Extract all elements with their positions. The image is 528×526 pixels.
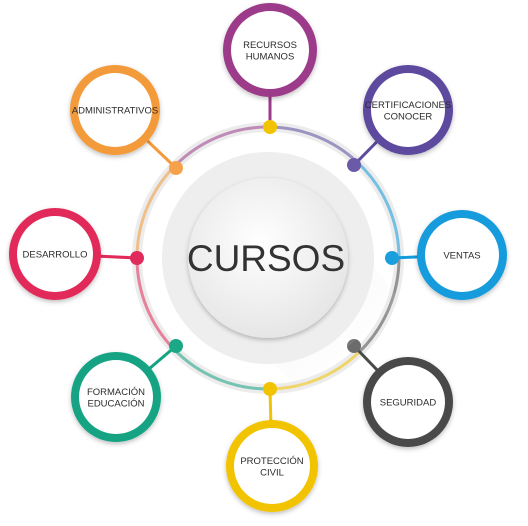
- node-label: RECURSOS: [243, 40, 297, 51]
- ring-arc: [269, 350, 361, 391]
- node-face: [371, 365, 445, 439]
- ring-arc: [355, 160, 401, 259]
- node-face: [78, 73, 152, 147]
- hub: CURSOS: [162, 152, 400, 390]
- node-face: [79, 360, 153, 434]
- node-face: [234, 428, 310, 504]
- ring-arc: [135, 257, 175, 350]
- node-adm[interactable]: ADMINISTRATIVOS: [70, 65, 160, 155]
- ring-arcs: [135, 125, 401, 391]
- ring-arc: [172, 347, 271, 391]
- ring-arc: [269, 125, 358, 163]
- connector-dot: [347, 158, 361, 172]
- node-label: EDUCACIÓN: [87, 398, 144, 409]
- node-face: [17, 216, 93, 292]
- node-face: [371, 73, 445, 147]
- node-face: [231, 11, 309, 89]
- node-label: CERTIFICACIONES: [365, 100, 451, 111]
- node-seg[interactable]: SEGURIDAD: [363, 357, 453, 447]
- hub-inner: [188, 178, 348, 338]
- connector-dot: [385, 251, 399, 265]
- node-label: CIVIL: [260, 467, 284, 478]
- connector-dot: [263, 382, 277, 396]
- hub-label: CURSOS: [187, 238, 345, 279]
- connector-dot: [169, 161, 183, 175]
- connector-dot: [130, 251, 144, 265]
- node-label: FORMACIÓN: [87, 387, 145, 398]
- connector-dot: [169, 339, 183, 353]
- ring-arc: [173, 125, 271, 168]
- node-label: ADMINISTRATIVOS: [72, 106, 158, 117]
- connector-dot: [263, 120, 277, 134]
- node-desa[interactable]: DESARROLLO: [9, 208, 101, 300]
- node-ventas[interactable]: VENTAS: [417, 210, 507, 300]
- ring-arc: [135, 165, 176, 259]
- node-face: [425, 218, 499, 292]
- node-label: DESARROLLO: [23, 250, 88, 261]
- node-label: HUMANOS: [246, 51, 295, 62]
- node-label: CONOCER: [384, 111, 433, 122]
- node-label: SEGURIDAD: [380, 398, 437, 409]
- node-label: PROTECCIÓN: [240, 456, 303, 467]
- node-label: VENTAS: [443, 251, 480, 262]
